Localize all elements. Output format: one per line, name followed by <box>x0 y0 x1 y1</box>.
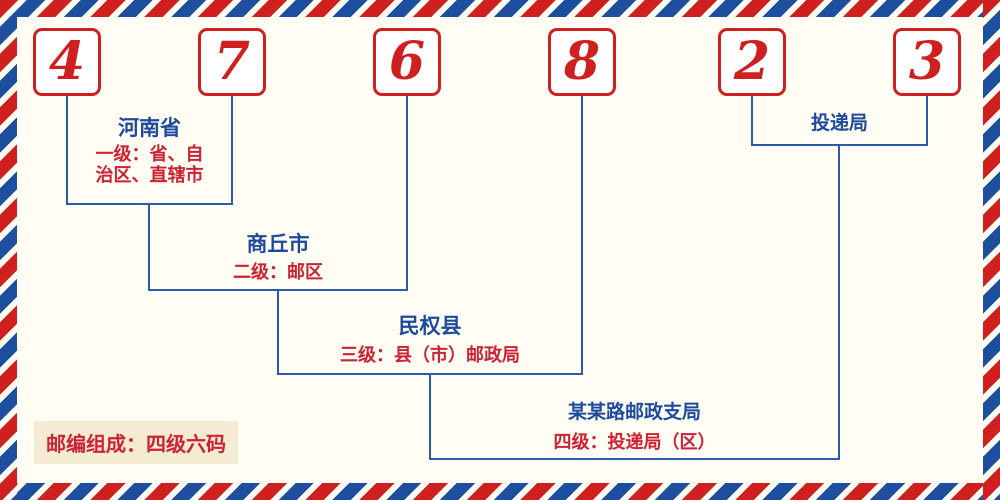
level3-desc: 三级：县（市）邮政局 <box>340 345 520 366</box>
level4-name: 某某路邮政支局 <box>567 401 701 423</box>
connector-line <box>581 96 583 375</box>
level3-name: 民权县 <box>398 314 462 338</box>
digit-box-5: 2 <box>718 28 786 96</box>
airmail-border-left <box>0 0 17 500</box>
digit-box-2: 7 <box>198 28 266 96</box>
connector-line <box>429 373 431 460</box>
connector-line <box>148 203 150 291</box>
level2-desc: 二级：邮区 <box>233 262 323 283</box>
connector-line <box>838 144 840 460</box>
footer-label: 邮编组成：四级六码 <box>34 421 238 464</box>
level1-desc-line1: 一级：省、自 <box>95 144 204 165</box>
digit-box-1: 4 <box>33 28 101 96</box>
level4-desc: 四级：投递局（区） <box>553 432 716 453</box>
airmail-border-right <box>983 0 1000 500</box>
level1-desc: 一级：省、自 治区、直辖市 <box>46 144 253 186</box>
connector-line <box>751 96 753 146</box>
airmail-border-top <box>0 0 1000 17</box>
digit-box-3: 6 <box>373 28 441 96</box>
connector-line <box>429 458 840 460</box>
connector-line <box>926 96 928 146</box>
level1-desc-line2: 治区、直辖市 <box>95 165 204 187</box>
digit-box-4: 8 <box>548 28 616 96</box>
airmail-border-bottom <box>0 483 1000 500</box>
delivery-bureau-label: 投递局 <box>810 112 868 134</box>
connector-line <box>231 96 233 205</box>
digit-box-6: 3 <box>893 28 961 96</box>
level1-name: 河南省 <box>118 116 181 140</box>
connector-line <box>277 289 279 375</box>
connector-line <box>751 144 928 146</box>
connector-line <box>66 96 68 205</box>
connector-line <box>406 96 408 291</box>
level2-name: 商丘市 <box>246 232 310 256</box>
